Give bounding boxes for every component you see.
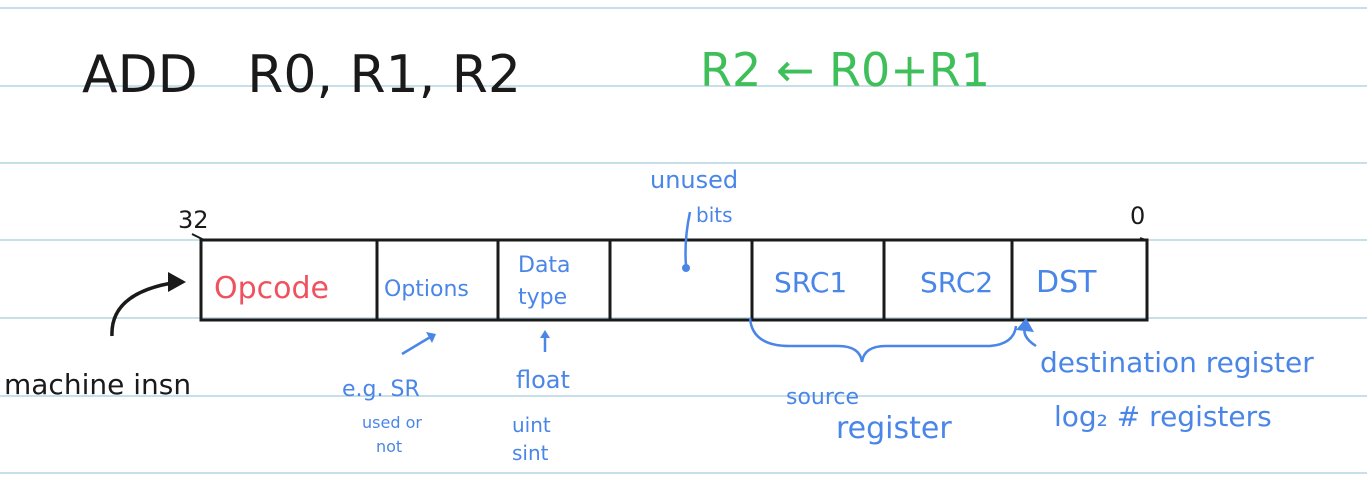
field-opcode-label: Opcode	[214, 271, 329, 306]
field-datatype-label-line2: type	[518, 285, 567, 310]
field-src2-label: SRC2	[920, 266, 993, 299]
semantics-text: R2 ← R0+R1	[700, 43, 990, 97]
unused-arrow	[684, 211, 692, 267]
options-arrow-head	[426, 332, 436, 343]
log-registers-label: log₂ # registers	[1054, 400, 1272, 433]
options-note-line1: e.g. SR	[342, 377, 420, 402]
destination-register-label: destination register	[1040, 346, 1314, 379]
bit-low-label: 0	[1130, 202, 1145, 230]
datatype-note-line3: sint	[512, 441, 549, 465]
datatype-note-line1: float	[516, 366, 570, 394]
field-options-label: Options	[384, 277, 469, 302]
unused-label-line1: unused	[650, 166, 738, 194]
bit-high-label: 32	[178, 206, 209, 234]
source-register-brace	[748, 317, 1018, 363]
datatype-note-line2: uint	[512, 413, 551, 437]
options-note-line3: not	[376, 437, 402, 456]
machine-insn-label: machine insn	[4, 368, 191, 401]
unused-label-line2: bits	[696, 203, 733, 227]
instruction-text: ADD R0, R1, R2	[82, 45, 521, 105]
unused-arrow-head	[682, 264, 690, 272]
field-datatype-label-line1: Data	[518, 253, 571, 278]
field-src1-label: SRC1	[774, 266, 847, 299]
source-register-label-line1: source	[786, 385, 859, 410]
options-note-line2: used or	[362, 413, 422, 432]
datatype-arrow-head	[540, 330, 550, 338]
options-arrow	[401, 334, 433, 356]
instruction-word-border	[199, 238, 1149, 322]
destination-arrow-head	[1016, 318, 1034, 332]
source-register-label-line2: register	[836, 411, 952, 446]
field-dst-label: DST	[1036, 265, 1097, 300]
instruction-word: Opcode Options Data type SRC1 SRC2 DST	[199, 238, 1149, 322]
machine-insn-arrow	[110, 280, 179, 337]
machine-insn-arrow-head	[168, 272, 186, 292]
